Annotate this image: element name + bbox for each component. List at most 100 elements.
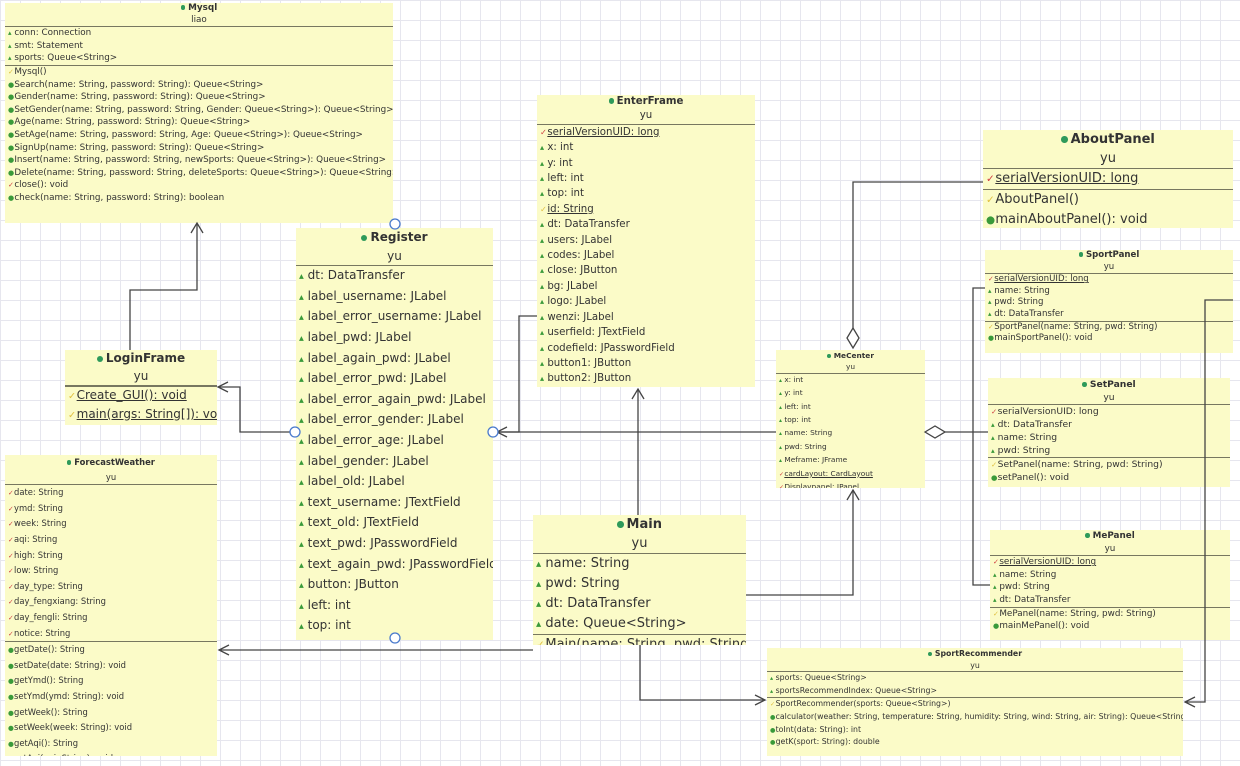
field-row[interactable]: ▴text_username: JTextField [296, 493, 493, 514]
field-row[interactable]: ▴x: int [296, 637, 493, 640]
field-row[interactable]: ✓serialVersionUID: long [983, 169, 1233, 189]
field-row[interactable]: ✓ymd: String [5, 501, 217, 517]
field-row[interactable]: ▴close: JButton [537, 263, 755, 278]
field-row[interactable]: ▴date: Queue<String> [533, 614, 746, 634]
method-row[interactable]: ●getWeek(): String [5, 705, 217, 721]
field-row[interactable]: ▴sports: Queue<String> [5, 52, 393, 65]
method-row[interactable]: ●getYmd(): String [5, 673, 217, 689]
field-row[interactable]: ▴y: int [537, 156, 755, 171]
field-row[interactable]: ▴label_error_again_pwd: JLabel [296, 390, 493, 411]
field-row[interactable]: ▴pwd: String [988, 444, 1230, 457]
field-row[interactable]: ▴text_old: JTextField [296, 513, 493, 534]
field-row[interactable]: ✓aqi: String [5, 532, 217, 548]
field-row[interactable]: ▴name: String [988, 431, 1230, 444]
method-row[interactable]: ●toInt(data: String): int [767, 724, 1183, 737]
method-row[interactable]: ●getK(sport: String): double [767, 736, 1183, 749]
field-row[interactable]: ✓day_type: String [5, 579, 217, 595]
method-row[interactable]: ●Age(name: String, password: String): Qu… [5, 116, 393, 129]
field-row[interactable]: ✓serialVersionUID: long [988, 405, 1230, 418]
edge-loginframe-mysql[interactable] [129, 224, 198, 350]
field-row[interactable]: ▴bg: JLabel [537, 279, 755, 294]
field-row[interactable]: ▴label_gender: JLabel [296, 452, 493, 473]
field-row[interactable]: ▴Meframe: JFrame [776, 454, 925, 467]
method-row[interactable]: ✓main(args: String[]): void [65, 406, 217, 425]
field-row[interactable]: ✓date: String [5, 485, 217, 501]
field-row[interactable]: ▴name: String [985, 286, 1233, 298]
edge-main-sportrecommender[interactable] [639, 645, 765, 701]
edge-register-loginframe[interactable] [219, 386, 292, 433]
field-row[interactable]: ✓serialVersionUID: long [537, 125, 755, 140]
field-row[interactable]: ▴name: String [533, 554, 746, 574]
field-row[interactable]: ▴dt: DataTransfer [533, 594, 746, 614]
field-row[interactable]: ✓id: String [537, 202, 755, 217]
field-row[interactable]: ✓cardLayout: CardLayout [776, 468, 925, 481]
field-row[interactable]: ▴dt: DataTransfer [990, 594, 1230, 607]
method-row[interactable]: ●getAqi(): String [5, 736, 217, 752]
method-row[interactable]: ✓SportPanel(name: String, pwd: String) [985, 322, 1233, 334]
field-row[interactable]: ▴pwd: String [776, 441, 925, 454]
field-row[interactable]: ▴sports: Queue<String> [767, 672, 1183, 685]
method-row[interactable]: ●Insert(name: String, password: String, … [5, 154, 393, 167]
method-row[interactable]: ●setYmd(ymd: String): void [5, 689, 217, 705]
method-row[interactable]: ●setAqi(aqi: String): void [5, 751, 217, 756]
method-row[interactable]: ●calculator(weather: String, temperature… [767, 711, 1183, 724]
field-row[interactable]: ▴pwd: String [990, 581, 1230, 594]
field-row[interactable]: ▴label_username: JLabel [296, 287, 493, 308]
field-row[interactable]: ✓week: String [5, 516, 217, 532]
method-row[interactable]: ●mainSportPanel(): void [985, 333, 1233, 345]
field-row[interactable]: ▴label_error_gender: JLabel [296, 410, 493, 431]
method-row[interactable]: ●SetAge(name: String, password: String, … [5, 129, 393, 142]
method-row[interactable]: ●mainAboutPanel(): void [983, 210, 1233, 228]
field-row[interactable]: ▴x: int [776, 374, 925, 387]
field-row[interactable]: ▴conn: Connection [5, 27, 393, 40]
field-row[interactable]: ▴dt: DataTransfer [985, 309, 1233, 321]
field-row[interactable]: ▴text_pwd: JPasswordField [296, 534, 493, 555]
field-row[interactable]: ▴label_again_pwd: JLabel [296, 349, 493, 370]
method-row[interactable]: ●setPanel(): void [988, 471, 1230, 484]
field-row[interactable]: ▴pwd: String [533, 574, 746, 594]
field-row[interactable]: ▴left: int [296, 596, 493, 617]
method-row[interactable]: ●getDate(): String [5, 642, 217, 658]
method-row[interactable]: ●setWeek(week: String): void [5, 720, 217, 736]
field-row[interactable]: ▴dt: DataTransfer [296, 266, 493, 287]
method-row[interactable]: ●Gender(name: String, password: String):… [5, 91, 393, 104]
method-row[interactable]: ✓Create_GUI(): void [65, 387, 217, 406]
edge-enterframe-register[interactable] [497, 315, 537, 433]
field-row[interactable]: ✓serialVersionUID: long [985, 274, 1233, 286]
method-row[interactable]: ●SignUp(name: String, password: String):… [5, 142, 393, 155]
field-row[interactable]: ▴top: int [296, 616, 493, 637]
edge-main-mecenter[interactable] [746, 490, 854, 596]
method-row[interactable]: ●Search(name: String, password: String):… [5, 79, 393, 92]
field-row[interactable]: ▴label_error_age: JLabel [296, 431, 493, 452]
method-row[interactable]: ✓close(): void [5, 179, 393, 192]
field-row[interactable]: ✓serialVersionUID: long [990, 556, 1230, 569]
method-row[interactable]: ●setDate(date: String): void [5, 658, 217, 674]
method-row[interactable]: ✓AboutPanel() [983, 190, 1233, 210]
field-row[interactable]: ▴userfield: JTextField [537, 325, 755, 340]
edge-sportpanel-sportrecommender[interactable] [1185, 299, 1233, 703]
field-row[interactable]: ▴sportsRecommendIndex: Queue<String> [767, 685, 1183, 698]
field-row[interactable]: ▴codefield: JPasswordField [537, 341, 755, 356]
field-row[interactable]: ▴button1: JButton [537, 356, 755, 371]
field-row[interactable]: ▴button2: JButton [537, 371, 755, 386]
field-row[interactable]: ▴top: int [776, 414, 925, 427]
field-row[interactable]: ▴wenzi: JLabel [537, 310, 755, 325]
method-row[interactable]: ✓Mysql() [5, 66, 393, 79]
field-row[interactable]: ✓low: String [5, 563, 217, 579]
field-row[interactable]: ✓day_fengli: String [5, 610, 217, 626]
field-row[interactable]: ✓day_fengxiang: String [5, 594, 217, 610]
field-row[interactable]: ▴left: int [776, 401, 925, 414]
field-row[interactable]: ▴x: int [537, 140, 755, 155]
field-row[interactable]: ▴dt: DataTransfer [537, 217, 755, 232]
field-row[interactable]: ▴name: String [776, 427, 925, 440]
method-row[interactable]: ✓Main(name: String, pwd: String) [533, 635, 746, 645]
field-row[interactable]: ▴y: int [776, 387, 925, 400]
field-row[interactable]: ▴smt: Statement [5, 40, 393, 53]
field-row[interactable]: ▴label_error_pwd: JLabel [296, 369, 493, 390]
